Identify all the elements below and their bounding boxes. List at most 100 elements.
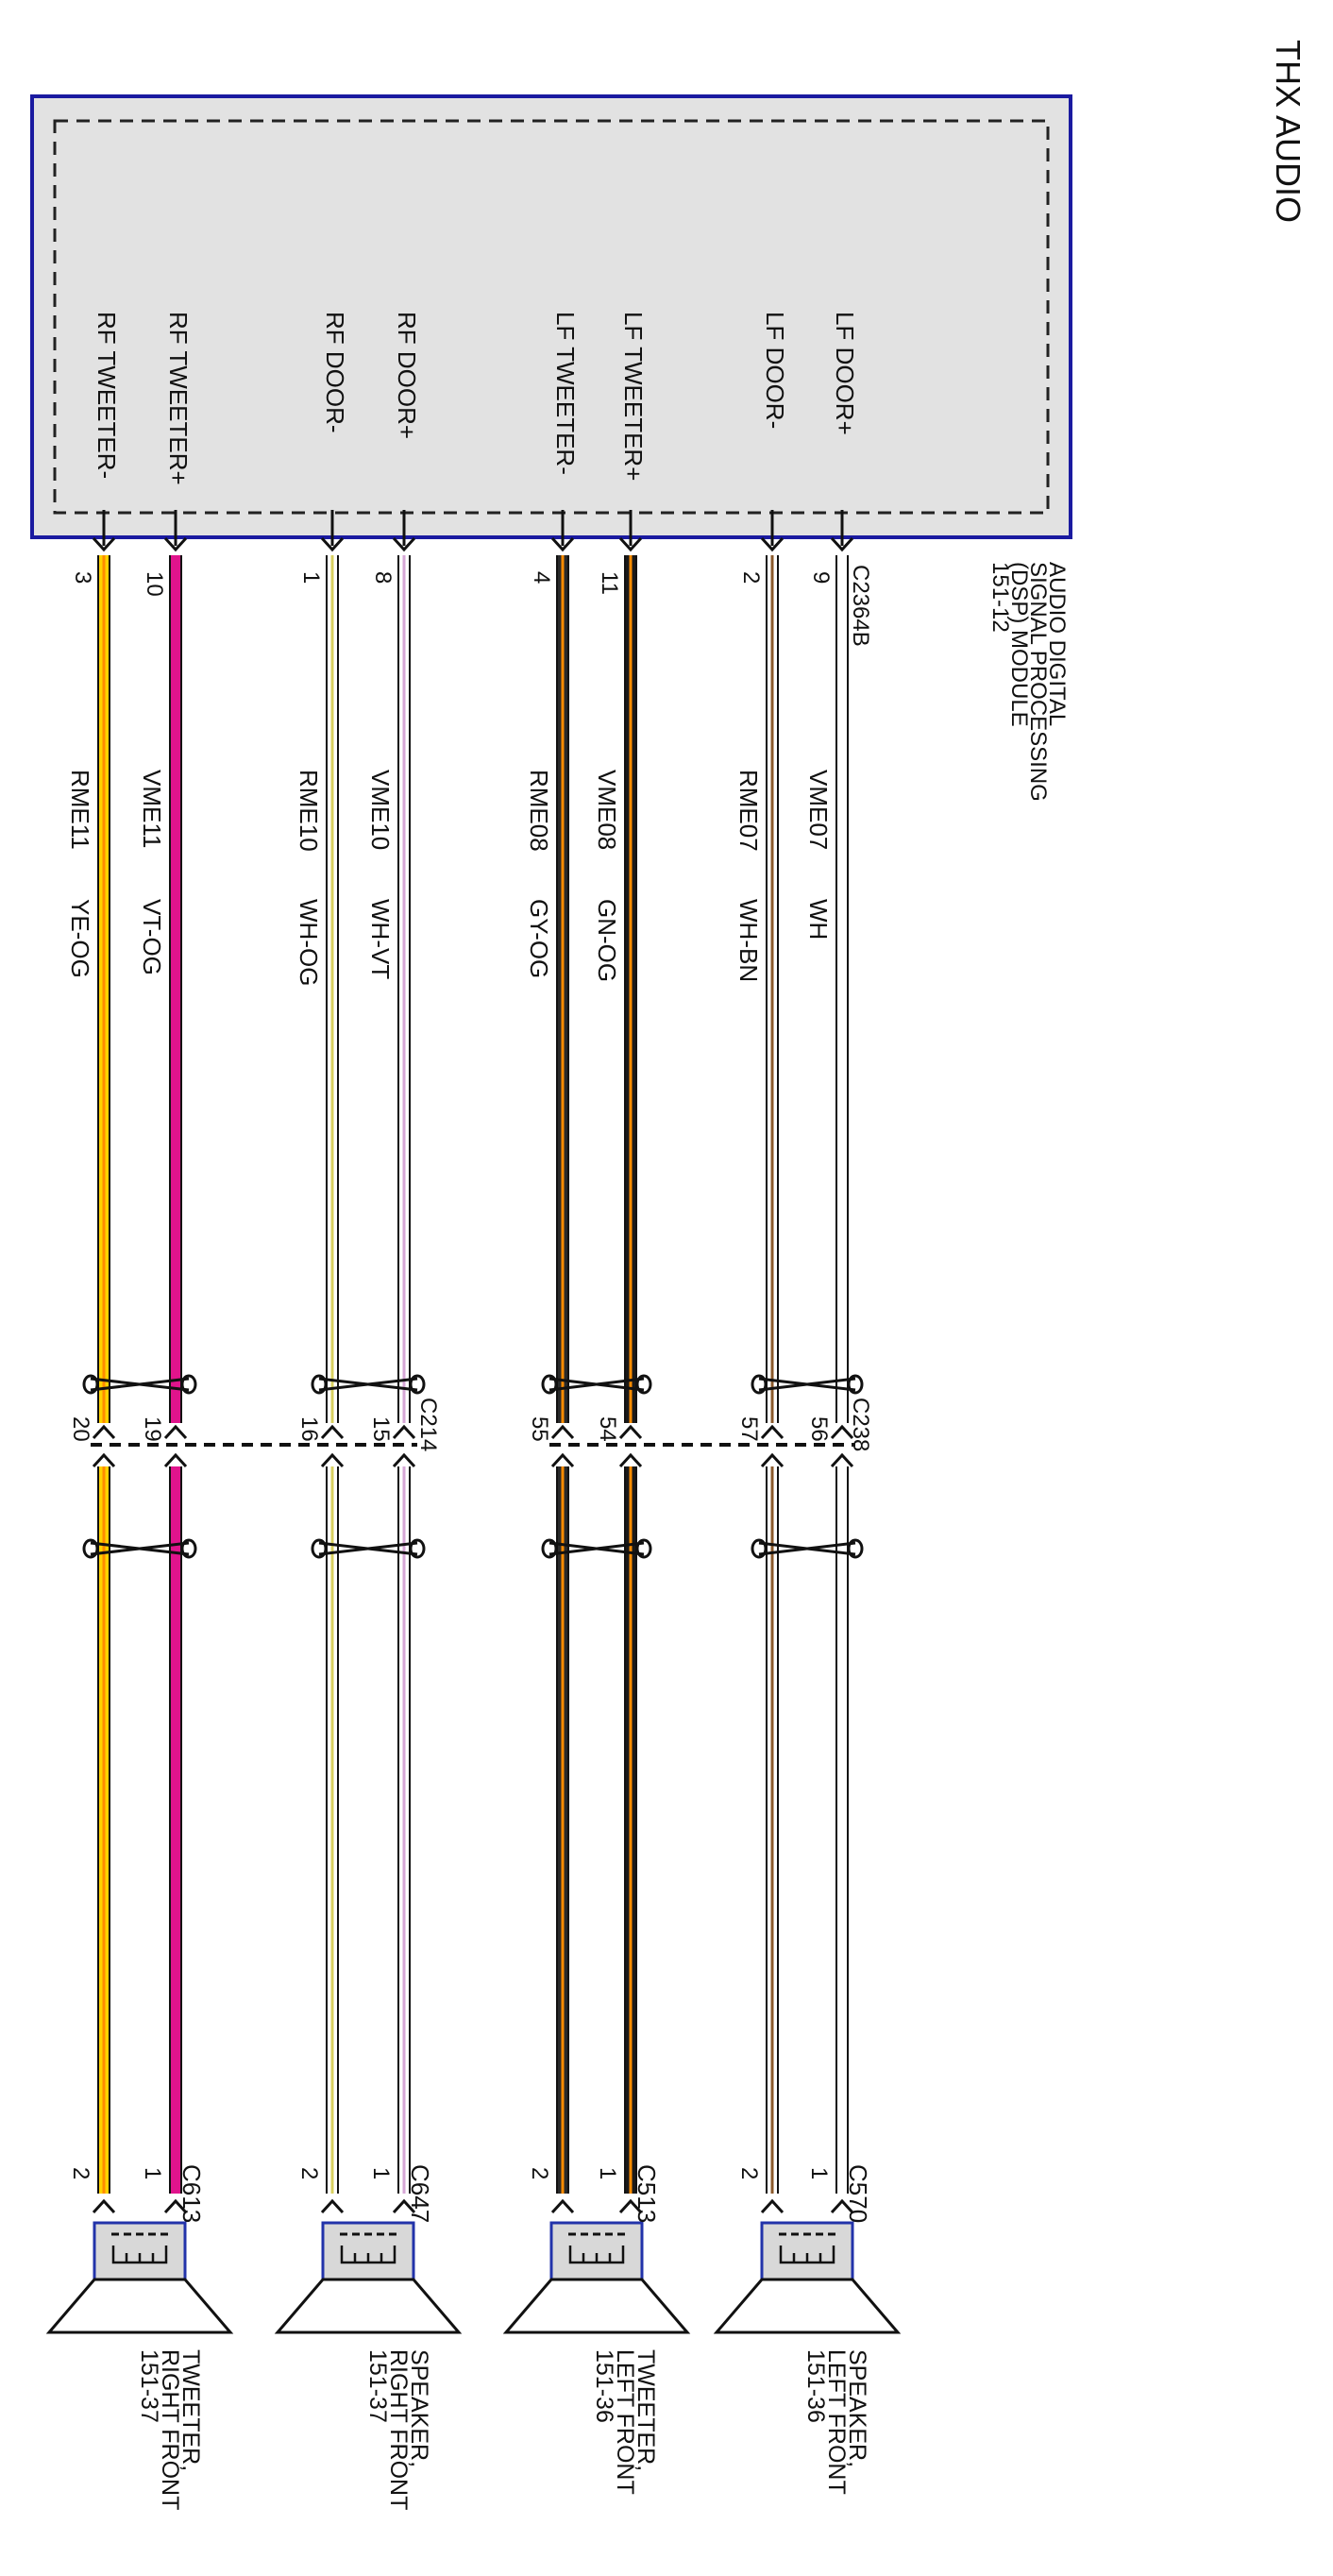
wire-color-code: WH-BN xyxy=(734,899,763,982)
module-pin-number: 9 xyxy=(808,571,834,584)
circuit-id: RME10 xyxy=(295,770,323,852)
connector-pin-mark xyxy=(320,536,345,552)
connector-pin-mark xyxy=(163,536,188,552)
speaker-cone xyxy=(713,2278,902,2334)
connector-pin-mark xyxy=(392,1452,416,1468)
module-pin-number: 2 xyxy=(738,571,764,584)
dsp-module-box xyxy=(30,94,1072,539)
connector-pin-mark xyxy=(92,2198,116,2214)
connector-pin-mark xyxy=(320,2198,345,2214)
wire-stripe xyxy=(770,1466,774,2194)
twisted-pair-mark xyxy=(751,1374,864,1395)
module-name-line: AUDIO DIGITAL xyxy=(1044,562,1070,726)
connector-pin-mark xyxy=(830,2198,854,2214)
speaker-magnet xyxy=(93,2221,187,2281)
connector-pin-mark xyxy=(550,1452,575,1468)
connector-pin-mark xyxy=(830,1452,854,1468)
module-name: AUDIO DIGITAL SIGNAL PROCESSING (DSP) MO… xyxy=(987,562,1070,802)
connector-pin-mark xyxy=(760,1424,785,1440)
module-pin-number: 11 xyxy=(597,571,622,595)
circuit-id: VME07 xyxy=(804,770,833,850)
speaker-pin-number: 2 xyxy=(527,2167,552,2179)
signal-label: LF DOOR- xyxy=(761,312,789,429)
wires-layer xyxy=(97,510,849,2194)
speaker-symbol xyxy=(45,2221,234,2334)
connector-pin-mark xyxy=(618,1452,643,1468)
signal-label: RF DOOR+ xyxy=(393,312,421,439)
module-pin-number: 4 xyxy=(529,571,554,584)
signal-label: LF TWEETER+ xyxy=(619,312,648,481)
connector-pin-mark xyxy=(830,536,854,552)
twisted-pair-mark xyxy=(82,1538,197,1559)
twisted-pair-mark xyxy=(751,1538,864,1559)
wire-stripe xyxy=(629,555,633,1423)
inline-connector-c214: C214 xyxy=(415,1398,441,1451)
inline-pin-number: 56 xyxy=(806,1416,832,1442)
wire-body xyxy=(837,1466,847,2194)
dsp-module-inner-outline xyxy=(53,119,1050,515)
speaker-pin-number: 1 xyxy=(368,2167,394,2179)
inline-pin-number: 54 xyxy=(595,1416,620,1442)
connector-pin-mark xyxy=(163,2198,188,2214)
wire-stripe xyxy=(102,555,106,1423)
twisted-pair-mark xyxy=(541,1538,652,1559)
wire-body xyxy=(171,555,180,1423)
wire-color-code: YE-OG xyxy=(66,899,94,978)
speaker-symbol xyxy=(274,2221,463,2334)
connector-pin-mark xyxy=(163,1452,188,1468)
connector-pin-mark xyxy=(550,1424,575,1440)
speaker-label-line: SPEAKER, xyxy=(844,2349,870,2467)
marks-layer xyxy=(82,536,864,2214)
wire-color-code: WH-VT xyxy=(366,899,395,979)
speaker-cone xyxy=(45,2278,234,2334)
wire-color-code: GY-OG xyxy=(525,899,553,978)
inline-pin-number: 16 xyxy=(296,1416,322,1442)
wire-color-code: VT-OG xyxy=(138,899,166,975)
wire-stripe xyxy=(330,555,334,1423)
connector-pin-mark xyxy=(550,2198,575,2214)
wire-color-code: WH xyxy=(804,899,833,940)
wire-stripe xyxy=(770,555,774,1423)
wire-stripe xyxy=(561,1466,565,2194)
speaker-label-line: TWEETER, xyxy=(633,2349,659,2471)
module-pin-number: 8 xyxy=(370,571,396,584)
wire-stripe xyxy=(561,555,565,1423)
circuit-id: RME07 xyxy=(734,770,763,852)
wire-stripe xyxy=(330,1466,334,2194)
speaker-connector-label: C647 xyxy=(406,2164,434,2223)
wire-stripe xyxy=(102,1466,106,2194)
module-connector-label: C2364B xyxy=(848,565,873,647)
twisted-pair-mark xyxy=(541,1374,652,1395)
speaker-magnet xyxy=(321,2221,415,2281)
speaker-label-line: LEFT FRONT xyxy=(823,2349,850,2495)
speaker-connector-label: C570 xyxy=(844,2164,872,2223)
connector-pin-mark xyxy=(760,536,785,552)
inline-pin-number: 20 xyxy=(68,1416,93,1442)
connector-pin-mark xyxy=(92,1424,116,1440)
speaker-label-line: 151-37 xyxy=(136,2349,162,2423)
signal-label: RF TWEETER+ xyxy=(164,312,193,485)
circuit-id: RME11 xyxy=(66,770,94,850)
twisted-pair-mark xyxy=(311,1538,426,1559)
speaker-label-line: RIGHT FRONT xyxy=(157,2349,183,2510)
connector-pin-mark xyxy=(392,536,416,552)
speaker-pin-number: 2 xyxy=(736,2167,762,2179)
connector-pin-mark xyxy=(618,536,643,552)
connector-pin-mark xyxy=(760,2198,785,2214)
wire-stripe xyxy=(629,1466,633,2194)
inline-pin-number: 55 xyxy=(527,1416,552,1442)
circuit-id: VME11 xyxy=(138,770,166,848)
speaker-label-line: RIGHT FRONT xyxy=(385,2349,412,2510)
connector-pin-mark xyxy=(320,1424,345,1440)
speaker-symbol xyxy=(502,2221,691,2334)
speaker-pin-number: 1 xyxy=(140,2167,165,2179)
speaker-symbol xyxy=(713,2221,902,2334)
inline-connector-c238: C238 xyxy=(848,1398,873,1451)
wire-color-code: GN-OG xyxy=(593,899,621,982)
signal-label: RF TWEETER- xyxy=(93,312,121,479)
speaker-label-line: SPEAKER, xyxy=(406,2349,432,2467)
speaker-label-line: 151-36 xyxy=(591,2349,617,2423)
connector-pin-mark xyxy=(163,1424,188,1440)
